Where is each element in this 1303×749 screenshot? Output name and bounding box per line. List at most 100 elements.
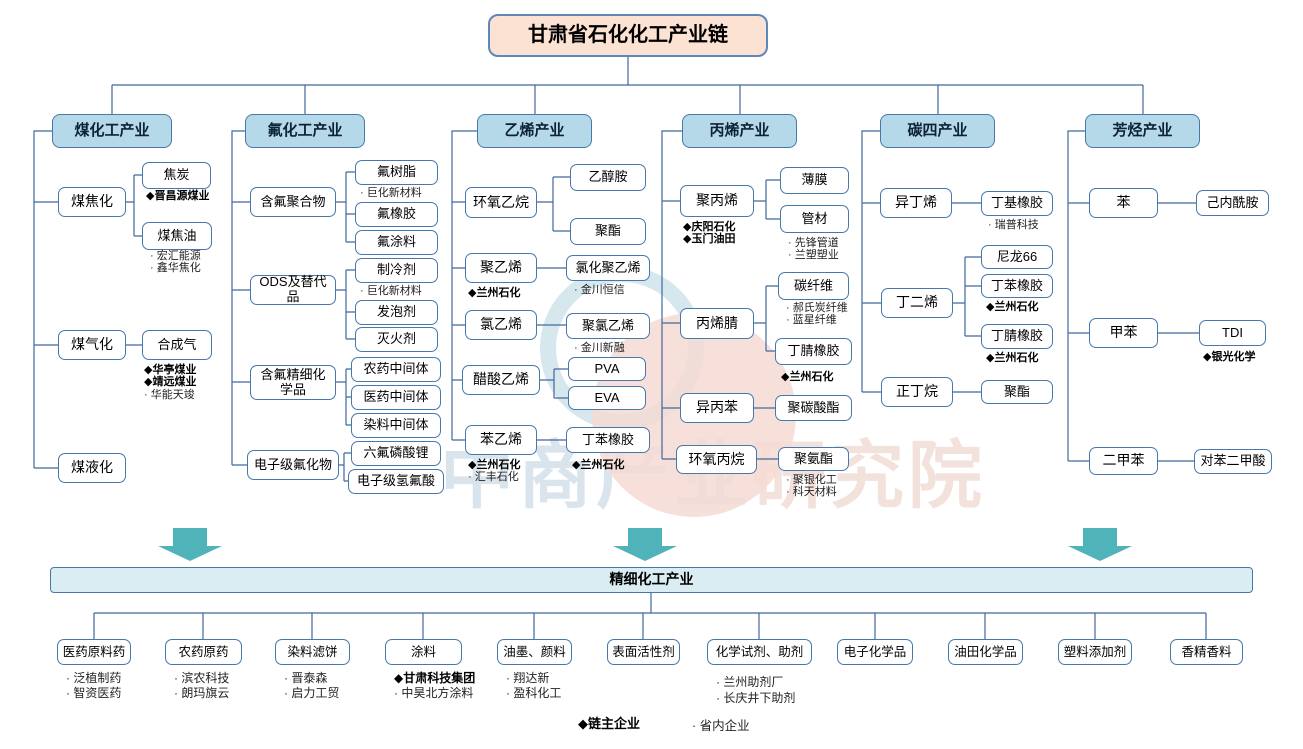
node-polyurethane: 聚氨酯: [778, 447, 849, 471]
header-ethylene: 乙烯产业: [477, 114, 592, 148]
node-pva: PVA: [568, 357, 646, 381]
company-item: · 科天材料: [786, 486, 837, 499]
node-polyester-eth: 聚酯: [570, 218, 646, 245]
company-item: · 郝氏炭纤维: [786, 302, 848, 314]
node-fluororesin: 氟树脂: [355, 160, 438, 185]
company-item: ◆玉门油田: [683, 233, 736, 246]
companies-pipe: · 先锋管道· 兰塑塑业: [788, 237, 839, 262]
node-styrene: 苯乙烯: [465, 425, 537, 455]
companies-coke: ◆晋昌源煤业: [146, 190, 209, 202]
node-tdi: TDI: [1199, 320, 1266, 346]
company-item: · 巨化新材料: [360, 187, 422, 199]
node-vinyl-acetate: 醋酸乙烯: [462, 365, 540, 395]
company-item: · 晋泰森: [284, 671, 328, 685]
connector-lines: [33, 57, 1207, 639]
companies-nbr-c4: ◆兰州石化: [986, 352, 1038, 364]
fine-chemical-band: 精细化工产业: [50, 567, 1253, 593]
node-nbr-propylene: 丁腈橡胶: [775, 338, 852, 365]
node-fluorocoating: 氟涂料: [355, 230, 438, 255]
node-dye-filter-cake: 染料滤饼: [275, 639, 350, 665]
legend-chain-leader: ◆链主企业: [578, 716, 640, 731]
node-coatings: 涂料: [385, 639, 462, 665]
company-item: ◆靖远煤业: [144, 376, 197, 389]
node-ods-substitutes: ODS及替代品: [250, 275, 336, 305]
node-chemical-reagents: 化学试剂、助剂: [707, 639, 812, 665]
companies-pesticide-tech: · 滨农科技· 朗玛旗云: [174, 671, 229, 701]
companies-ink-pigment: · 翔达新· 盈科化工: [506, 671, 561, 701]
flow-arrows: [158, 528, 1132, 561]
node-coal-coking: 煤焦化: [58, 187, 126, 217]
node-coal-liquefaction: 煤液化: [58, 453, 126, 483]
node-fire-extinguishing-agent: 灭火剂: [355, 327, 438, 352]
companies-polypropylene: ◆庆阳石化◆玉门油田: [683, 221, 735, 246]
company-item: · 蓝星纤维: [786, 314, 837, 327]
node-fluoropolymers: 含氟聚合物: [250, 187, 336, 217]
node-pvc: 聚氯乙烯: [566, 313, 650, 339]
node-film: 薄膜: [780, 167, 849, 194]
company-item: · 华能天竣: [144, 388, 195, 401]
companies-butyl-rubber: · 瑞普科技: [988, 219, 1039, 231]
company-item: ◆银光化学: [1203, 351, 1256, 363]
company-item: · 中昊北方涂料: [394, 686, 474, 700]
company-item: · 滨农科技: [174, 671, 230, 685]
node-propylene-oxide: 环氧丙烷: [676, 445, 757, 474]
node-coal-tar: 煤焦油: [142, 222, 212, 250]
node-ethylene-oxide: 环氧乙烷: [465, 187, 537, 218]
companies-sbr-c4: ◆兰州石化: [986, 301, 1038, 313]
node-electronic-hf: 电子级氢氟酸: [348, 469, 444, 494]
node-oilfield-chemicals: 油田化学品: [948, 639, 1023, 665]
company-item: · 汇丰石化: [468, 471, 519, 484]
down-arrow-center: [613, 528, 677, 561]
node-pesticide-intermediates: 农药中间体: [351, 357, 441, 382]
node-eva: EVA: [568, 386, 646, 410]
header-propylene: 丙烯产业: [682, 114, 797, 148]
company-item: · 瑞普科技: [988, 219, 1039, 231]
node-fragrance-flavor: 香精香料: [1170, 639, 1243, 665]
node-ink-pigment: 油墨、颜料: [497, 639, 572, 665]
companies-pharma-api: · 泛植制药· 智资医药: [66, 671, 121, 701]
company-item: ◆庆阳石化: [683, 221, 736, 233]
company-item: ◆甘肃科技集团: [394, 671, 476, 685]
company-item: · 长庆井下助剂: [716, 691, 796, 705]
company-item: · 泛植制药: [66, 671, 122, 685]
node-plastic-additives: 塑料添加剂: [1058, 639, 1132, 665]
company-item: ◆兰州石化: [986, 301, 1039, 313]
node-pharma-api: 医药原料药: [57, 639, 131, 665]
node-polyethylene: 聚乙烯: [465, 253, 537, 283]
companies-sbr-ethylene: ◆兰州石化: [572, 459, 624, 471]
node-electronic-chemicals: 电子化学品: [837, 639, 913, 665]
node-pharma-intermediates: 医药中间体: [351, 385, 441, 410]
company-item: ◆兰州石化: [781, 371, 834, 383]
down-arrow-left: [158, 528, 222, 561]
company-item: ◆华亭煤业: [144, 364, 197, 376]
node-acrylonitrile: 丙烯腈: [680, 308, 754, 339]
node-fluororubber: 氟橡胶: [355, 202, 438, 227]
node-butyl-rubber: 丁基橡胶: [981, 191, 1053, 216]
node-coke: 焦炭: [142, 162, 211, 189]
node-toluene: 甲苯: [1089, 318, 1158, 348]
node-sbr-ethylene: 丁苯橡胶: [566, 427, 650, 453]
company-item: · 朗玛旗云: [174, 686, 230, 700]
company-item: · 鑫华焦化: [150, 262, 201, 275]
node-electronic-fluorides: 电子级氟化物: [247, 450, 339, 480]
company-item: ◆晋昌源煤业: [146, 190, 210, 202]
node-xylene: 二甲苯: [1089, 447, 1158, 475]
node-cumene: 异丙苯: [680, 393, 754, 423]
companies-coal-tar: · 宏汇能源· 鑫华焦化: [150, 250, 201, 275]
node-isobutylene: 异丁烯: [880, 188, 952, 218]
company-item: · 翔达新: [506, 671, 550, 685]
node-polypropylene: 聚丙烯: [680, 185, 754, 217]
node-ethanolamine: 乙醇胺: [570, 164, 646, 191]
node-foaming-agent: 发泡剂: [355, 300, 438, 325]
node-polycarbonate: 聚碳酸酯: [775, 395, 852, 421]
company-item: · 金川新融: [574, 342, 625, 354]
header-c4: 碳四产业: [880, 114, 995, 148]
companies-dye-filter-cake: · 晋泰森· 启力工贸: [284, 671, 339, 701]
node-fluorine-fine-chemicals: 含氟精细化学品: [250, 365, 336, 400]
node-sbr-c4: 丁苯橡胶: [981, 274, 1053, 298]
companies-syngas: ◆华亭煤业◆靖远煤业· 华能天竣: [144, 364, 196, 401]
company-item: ◆兰州石化: [468, 459, 521, 471]
company-item: · 巨化新材料: [360, 285, 422, 297]
legend-provincial-enterprise: · 省内企业: [692, 719, 750, 733]
